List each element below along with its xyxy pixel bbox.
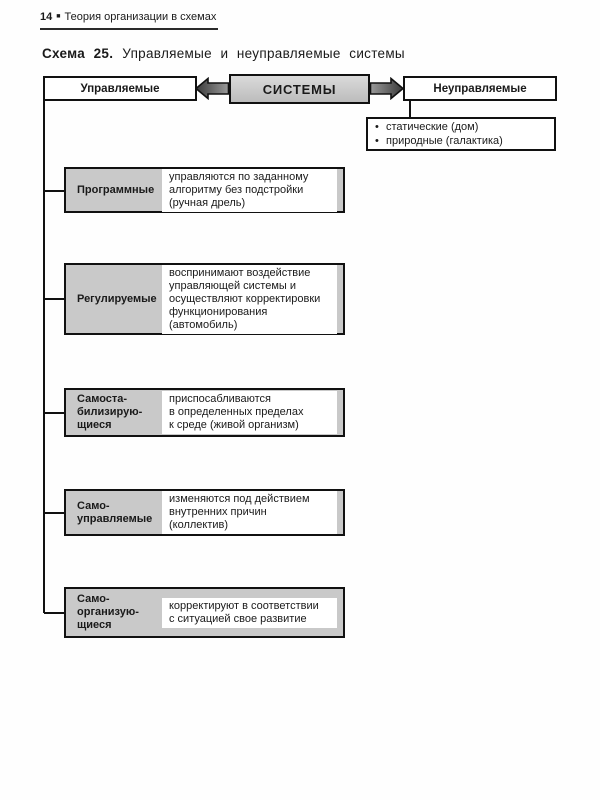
schema-title: Схема 25. Управляемые и неуправляемые сис… bbox=[42, 46, 405, 61]
book-title: Теория организации в схемах bbox=[64, 11, 217, 23]
bullet-icon: • bbox=[375, 135, 379, 147]
unmanaged-systems-box: Неуправляемые bbox=[403, 76, 557, 101]
managed-type-description: воспринимают воздействие управляющей сис… bbox=[162, 264, 337, 334]
unmanaged-systems-label: Неуправляемые bbox=[433, 82, 527, 95]
managed-type-description: управляются по заданному алгоритму без п… bbox=[162, 168, 337, 212]
list-item: • статические (дом) bbox=[375, 120, 554, 134]
schema-name: Управляемые и неуправляемые системы bbox=[122, 46, 405, 61]
managed-type-label: Регулируемые bbox=[77, 292, 157, 305]
arrow-right-icon bbox=[370, 77, 404, 100]
managed-type-description: приспосабливаются в определенных предела… bbox=[162, 391, 337, 434]
list-item: • природные (галактика) bbox=[375, 134, 554, 148]
connector-line bbox=[44, 612, 65, 614]
schema-number: Схема 25. bbox=[42, 46, 114, 61]
systems-center-label: СИСТЕМЫ bbox=[262, 81, 337, 97]
managed-type-box-samostabiliziruyushchiesya: Самоста- билизирую- щиеся приспосабливаю… bbox=[64, 388, 345, 437]
managed-type-box-samoupravlyaemye: Само- управляемые изменяются под действи… bbox=[64, 489, 345, 536]
arrow-left-icon bbox=[195, 77, 229, 100]
managed-type-label: Само- управляемые bbox=[77, 499, 153, 525]
connector-line bbox=[44, 412, 65, 414]
managed-systems-box: Управляемые bbox=[43, 76, 197, 101]
managed-type-box-programmnye: Программные управляются по заданному алг… bbox=[64, 167, 345, 213]
unmanaged-example-text: статические (дом) bbox=[386, 121, 479, 133]
page-header: 14■Теория организации в схемах bbox=[40, 10, 218, 30]
bullet-icon: • bbox=[375, 121, 379, 133]
connector-line bbox=[44, 190, 65, 192]
managed-type-box-reguliruemye: Регулируемые воспринимают воздействие уп… bbox=[64, 263, 345, 335]
managed-type-box-samoorganizuyushchiesya: Само- организую- щиеся корректируют в со… bbox=[64, 587, 345, 638]
square-bullet-icon: ■ bbox=[56, 13, 61, 20]
left-trunk-line bbox=[43, 100, 45, 613]
unmanaged-example-text: природные (галактика) bbox=[386, 135, 503, 147]
managed-systems-label: Управляемые bbox=[80, 82, 160, 95]
right-drop-line bbox=[409, 100, 411, 118]
managed-type-label: Само- организую- щиеся bbox=[77, 593, 139, 631]
page-number: 14 bbox=[40, 11, 53, 23]
managed-type-description: изменяются под действием внутренних прич… bbox=[162, 491, 337, 534]
systems-center-box: СИСТЕМЫ bbox=[229, 74, 370, 104]
managed-type-label: Самоста- билизирую- щиеся bbox=[77, 393, 143, 431]
connector-line bbox=[44, 298, 65, 300]
managed-type-description: корректируют в соответствии с ситуацией … bbox=[162, 597, 337, 628]
managed-type-label: Программные bbox=[77, 183, 155, 196]
unmanaged-examples-box: • статические (дом) • природные (галакти… bbox=[366, 117, 556, 151]
connector-line bbox=[44, 512, 65, 514]
